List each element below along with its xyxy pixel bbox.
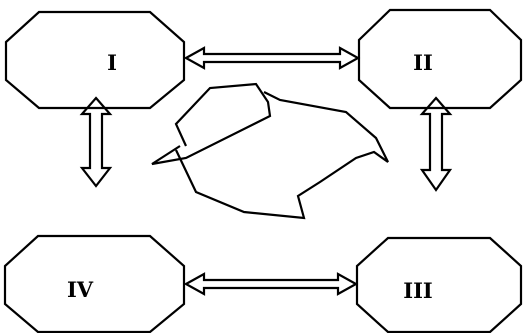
arrow-iv-iii [183, 272, 359, 296]
node-4-shape [3, 234, 186, 333]
circular-arrow-lower-right [175, 91, 389, 220]
node-4-label: IV [67, 277, 94, 302]
arrow-ii-iii [419, 96, 453, 192]
node-3-label: III [403, 278, 432, 303]
node-2: II [357, 8, 523, 110]
node-1-shape [4, 10, 186, 110]
node-1: I [4, 10, 186, 110]
node-2-label: II [413, 50, 433, 75]
arrow-i-ii [183, 46, 361, 70]
node-4: IV [3, 234, 186, 333]
node-2-shape [357, 8, 523, 110]
circular-arrows-icon [151, 82, 389, 220]
node-1-label: I [107, 50, 117, 75]
node-3-shape [355, 236, 523, 333]
circular-arrow-upper-left [151, 82, 272, 166]
node-3: III [355, 236, 523, 333]
arrow-i-iv [79, 96, 113, 188]
